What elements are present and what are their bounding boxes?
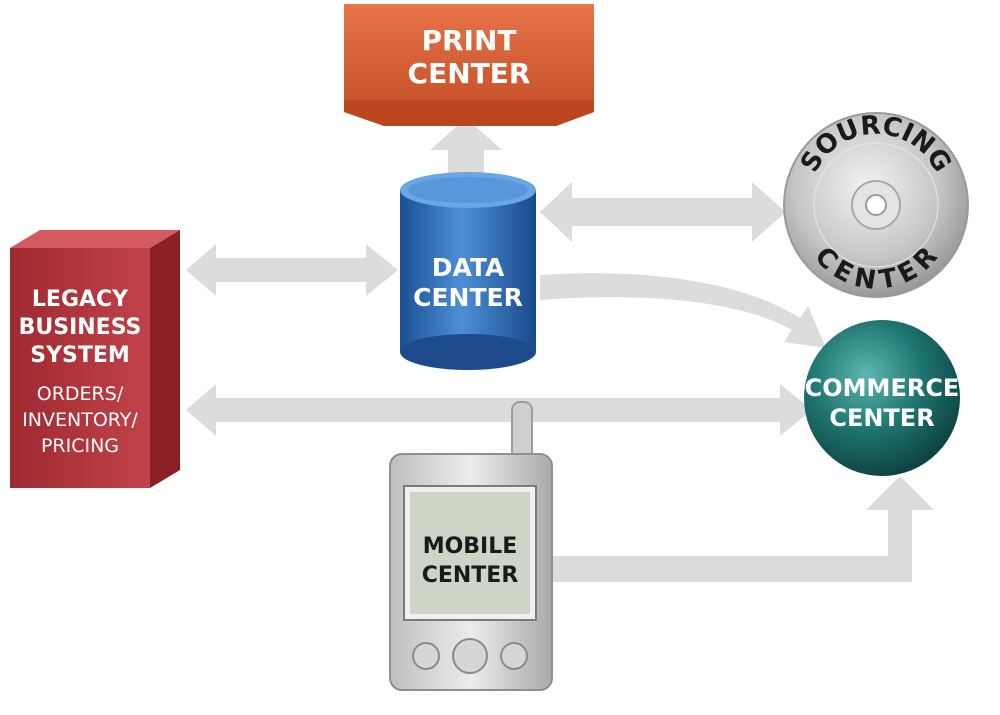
arrow-data-to-print	[430, 118, 502, 178]
print-center-node: PRINT CENTER	[344, 4, 594, 126]
arrow-data-sourcing	[540, 182, 786, 242]
mobile-center-label-2: CENTER	[422, 563, 519, 588]
mobile-button-left-icon	[412, 642, 440, 670]
arrows	[186, 118, 934, 582]
sourcing-center-node: SOURCING CENTER	[783, 111, 969, 298]
arrow-legacy-commerce	[186, 384, 812, 436]
mobile-screen	[410, 492, 530, 614]
legacy-label-2: BUSINESS	[19, 315, 142, 340]
print-center-label-1: PRINT	[421, 24, 516, 57]
commerce-center-node: COMMERCE CENTER	[804, 320, 960, 476]
mobile-center-node: MOBILE CENTER	[389, 401, 553, 691]
data-center-cylinder	[400, 190, 536, 352]
arrow-legacy-data	[186, 244, 398, 296]
print-center-label-2: CENTER	[408, 57, 531, 90]
legacy-label-3: SYSTEM	[30, 343, 130, 368]
data-center-node: DATA CENTER	[400, 172, 536, 370]
legacy-sub-1: ORDERS/	[37, 383, 124, 405]
data-center-label-2: CENTER	[413, 283, 523, 312]
legacy-system-block	[10, 248, 150, 488]
arrow-mobile-commerce	[552, 476, 934, 582]
mobile-button-center-icon	[452, 638, 488, 674]
legacy-sub-2: INVENTORY/	[22, 409, 138, 431]
arrow-data-commerce	[540, 273, 826, 348]
data-center-label-1: DATA	[432, 253, 505, 282]
commerce-center-label-2: CENTER	[829, 404, 934, 432]
legacy-label-1: LEGACY	[32, 287, 129, 312]
mobile-center-label-1: MOBILE	[423, 534, 518, 559]
legacy-sub-3: PRICING	[41, 435, 119, 457]
commerce-center-sphere	[804, 320, 960, 476]
commerce-center-label-1: COMMERCE	[805, 374, 960, 402]
mobile-button-right-icon	[500, 642, 528, 670]
legacy-system-node: LEGACY BUSINESS SYSTEM ORDERS/ INVENTORY…	[10, 230, 180, 488]
print-center-block	[344, 4, 594, 126]
